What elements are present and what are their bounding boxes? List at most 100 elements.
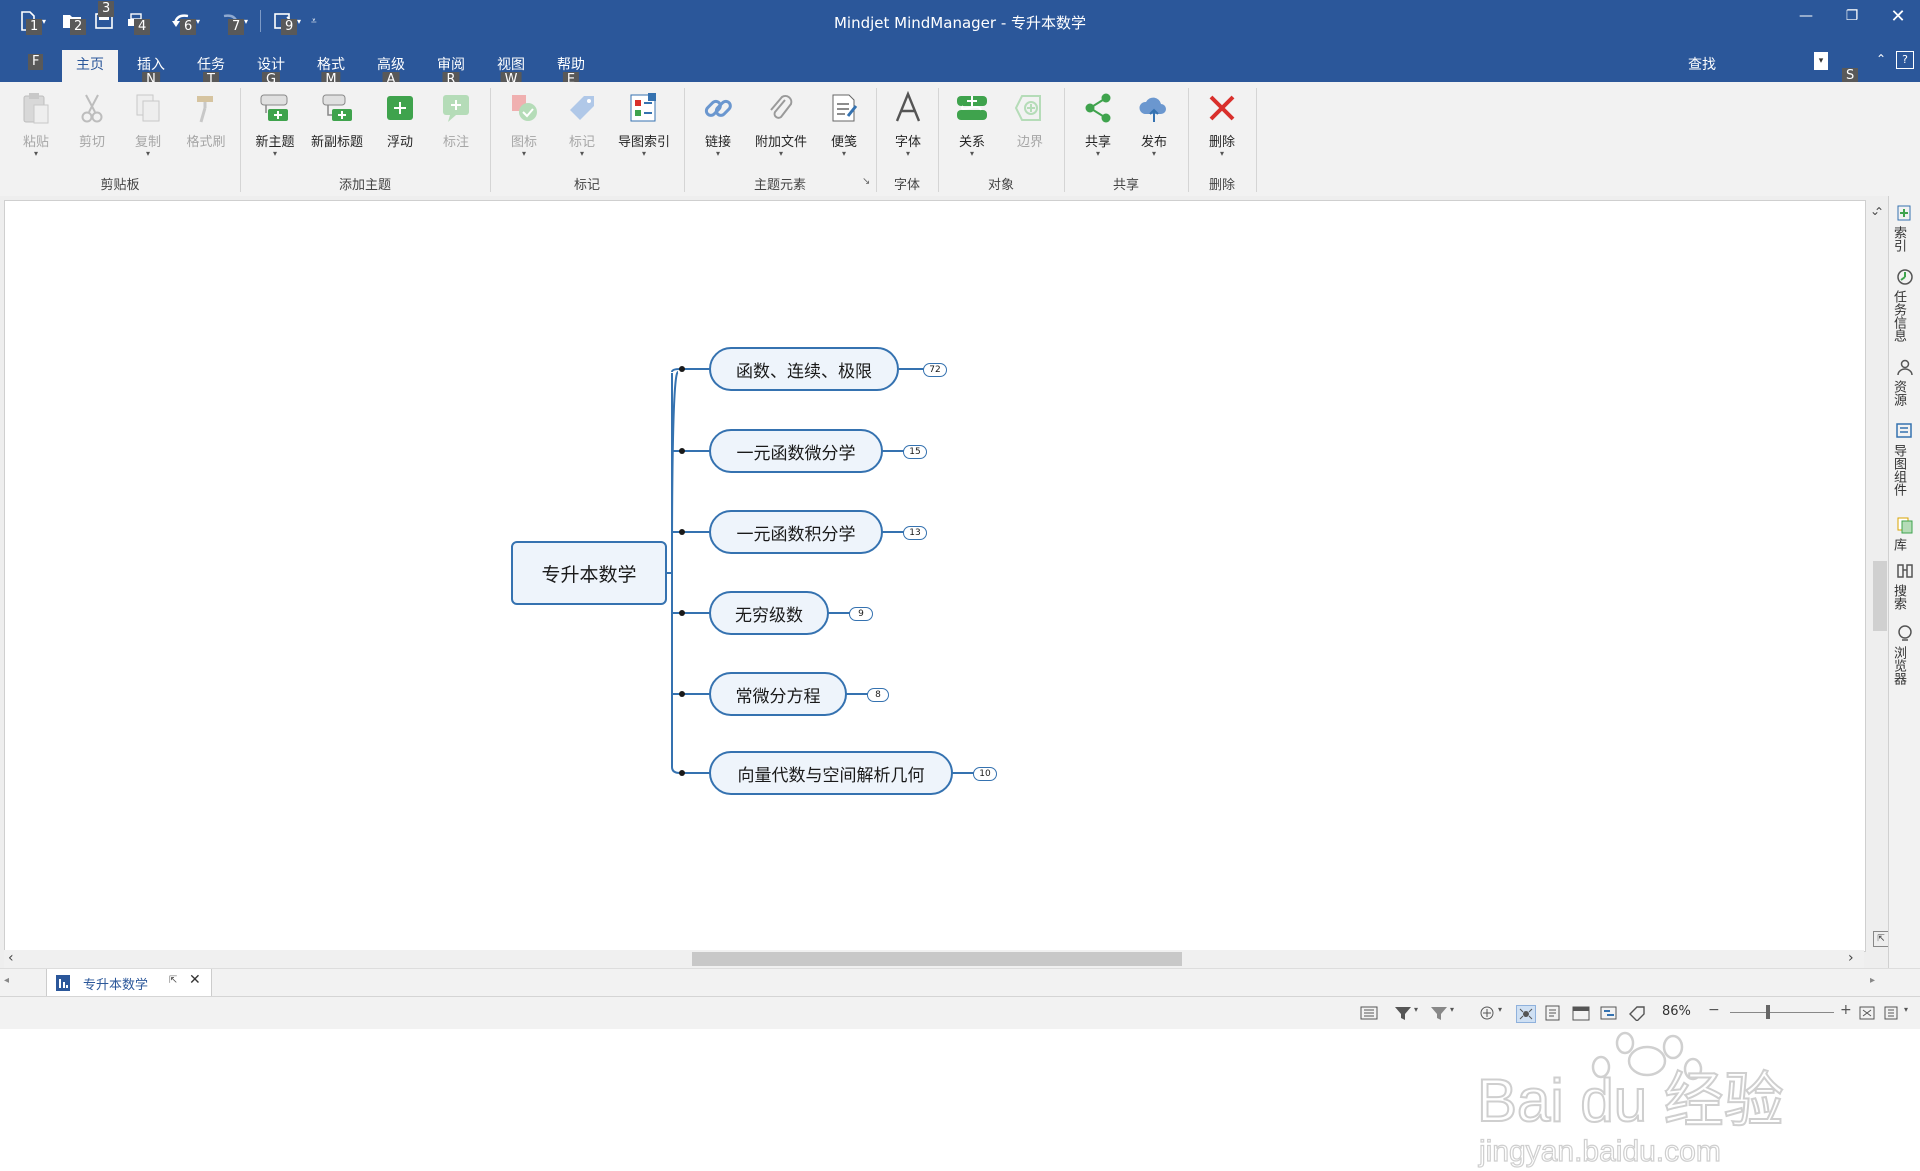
boundary-button[interactable]: 边界 (1006, 88, 1054, 150)
relationship-button[interactable]: 关系 ▾ (948, 88, 996, 158)
find-dropdown[interactable]: ▾ (1814, 52, 1828, 70)
dropdown-arrow-icon[interactable]: ▾ (42, 16, 47, 26)
new-button[interactable]: 1 (14, 7, 43, 35)
zoom-in-icon[interactable]: + (1840, 1002, 1852, 1018)
tag-marker-button[interactable]: 标记 ▾ (558, 88, 606, 158)
open-button[interactable]: 2 (58, 7, 87, 35)
filter-icon[interactable] (1394, 1005, 1412, 1021)
horizontal-scroll-thumb[interactable] (692, 952, 1182, 966)
format-painter-button[interactable]: 格式刷 (178, 88, 234, 150)
notes-button[interactable]: 便笺 ▾ (820, 88, 868, 158)
topic-count-badge[interactable]: 10 (973, 767, 997, 781)
customize-qat-icon[interactable]: ⩡ (311, 15, 317, 27)
dialog-launcher-icon[interactable]: ↘ (862, 176, 871, 187)
side-tab-library[interactable]: 库 (1891, 516, 1919, 551)
share-button[interactable]: 共享 ▾ (1074, 88, 1122, 158)
scroll-left-icon[interactable]: ‹ (8, 950, 14, 966)
floating-topic-button[interactable]: 浮动 (376, 88, 424, 150)
cut-button[interactable]: 剪切 (68, 88, 116, 150)
link-button[interactable]: 链接 ▾ (694, 88, 742, 158)
horizontal-scrollbar[interactable]: ‹ › (4, 950, 1864, 968)
linear-view-icon[interactable] (1544, 1005, 1562, 1021)
map-view-icon[interactable] (1516, 1005, 1536, 1023)
redo-button[interactable]: 7 (216, 7, 245, 35)
tab-help[interactable]: 帮助 E (557, 54, 585, 88)
main-topic[interactable]: 一元函数微分学 (709, 429, 883, 473)
chevron-down-icon[interactable]: ▾ (1498, 1005, 1503, 1014)
tab-scroll-right-icon[interactable]: ▸ (1870, 975, 1876, 986)
tab-view[interactable]: 视图 W (497, 54, 525, 88)
side-tab-task-info[interactable]: 任务信息 (1891, 268, 1919, 342)
topic-count-badge[interactable]: 9 (849, 607, 873, 621)
outline-view-icon[interactable] (1360, 1005, 1378, 1021)
restore-button[interactable]: ❐ (1830, 0, 1874, 32)
delete-button[interactable]: 删除 ▾ (1198, 88, 1246, 158)
document-tab[interactable]: 专升本数学 ⇱ ✕ (46, 969, 212, 997)
close-tab-icon[interactable]: ✕ (189, 972, 201, 988)
chevron-down-icon[interactable]: ▾ (1904, 1005, 1909, 1014)
tab-design[interactable]: 设计 G (257, 54, 285, 88)
collapse-ribbon-button[interactable]: ⌃ (1876, 52, 1886, 66)
export-button[interactable]: 9 (269, 7, 298, 35)
zoom-out-icon[interactable]: − (1708, 1002, 1720, 1018)
dropdown-arrow-icon[interactable]: ▾ (196, 16, 201, 26)
help-button[interactable]: ? (1896, 51, 1914, 69)
side-tab-index[interactable]: 索引 (1891, 204, 1919, 252)
tab-format[interactable]: 格式 M (317, 54, 345, 88)
minimize-button[interactable]: — (1784, 0, 1828, 32)
main-topic[interactable]: 常微分方程 (709, 672, 847, 716)
scroll-up-icon[interactable]: ⌃ (1874, 205, 1885, 219)
save-button[interactable]: 3 (90, 1, 118, 35)
fit-map-icon[interactable] (1858, 1005, 1876, 1021)
scroll-right-icon[interactable]: › (1848, 950, 1854, 966)
gantt-view-icon[interactable] (1600, 1005, 1618, 1021)
zoom-slider-thumb[interactable] (1766, 1005, 1770, 1019)
chevron-down-icon[interactable]: ▾ (1414, 1005, 1419, 1014)
overview-icon[interactable]: ⇱ (1873, 931, 1889, 947)
tag-view-icon[interactable] (1628, 1005, 1646, 1021)
central-topic[interactable]: 专升本数学 (511, 541, 667, 605)
tab-scroll-left-icon[interactable]: ◂ (4, 975, 10, 986)
side-tab-browser[interactable]: 浏览器 (1891, 624, 1919, 685)
publish-button[interactable]: 发布 ▾ (1130, 88, 1178, 158)
main-topic[interactable]: 无穷级数 (709, 591, 829, 635)
icon-marker-button[interactable]: 图标 ▾ (500, 88, 548, 158)
dropdown-arrow-icon[interactable]: ▾ (244, 16, 249, 26)
main-topic[interactable]: 一元函数积分学 (709, 510, 883, 554)
map-canvas[interactable]: 专升本数学 函数、连续、极限 72 一元函数微分学 15 一元函数积分学 13 … (4, 200, 1889, 1169)
attach-file-button[interactable]: 附加文件 ▾ (750, 88, 812, 158)
expand-collapse-icon[interactable] (1478, 1005, 1496, 1021)
find-options[interactable]: S (1834, 50, 1874, 84)
dropdown-arrow-icon[interactable]: ▾ (297, 16, 302, 26)
callout-button[interactable]: 标注 (432, 88, 480, 150)
map-index-button[interactable]: 导图索引 ▾ (614, 88, 674, 158)
tab-task[interactable]: 任务 T (197, 54, 225, 88)
side-tab-search[interactable]: 搜索 (1891, 562, 1919, 610)
new-topic-button[interactable]: 新主题 ▾ (248, 88, 302, 158)
main-topic[interactable]: 向量代数与空间解析几何 (709, 751, 953, 795)
topic-count-badge[interactable]: 8 (867, 688, 889, 702)
print-button[interactable]: 4 (122, 7, 151, 35)
tab-file[interactable]: 文件 F (16, 54, 44, 74)
side-tab-map-parts[interactable]: 导图组件 (1891, 422, 1919, 496)
topic-count-badge[interactable]: 13 (903, 526, 927, 540)
filter-advanced-icon[interactable] (1430, 1005, 1448, 1021)
copy-button[interactable]: 复制 ▾ (124, 88, 172, 158)
tab-insert[interactable]: 插入 N (137, 54, 165, 88)
topic-count-badge[interactable]: 15 (903, 445, 927, 459)
vertical-scroll-thumb[interactable] (1873, 561, 1887, 631)
font-button[interactable]: 字体 ▾ (884, 88, 932, 158)
close-window-button[interactable]: ✕ (1876, 0, 1920, 32)
chevron-down-icon[interactable]: ▾ (1450, 1005, 1455, 1014)
zoom-slider[interactable] (1730, 1012, 1834, 1013)
undo-button[interactable]: 6 (168, 7, 197, 35)
tab-review[interactable]: 审阅 R (437, 54, 465, 88)
new-subtopic-button[interactable]: 新副标题 (306, 88, 368, 150)
tab-home[interactable]: 主页 H (62, 50, 118, 98)
main-topic[interactable]: 函数、连续、极限 (709, 347, 899, 391)
paste-button[interactable]: 粘贴 ▾ (12, 88, 60, 158)
tab-advanced[interactable]: 高级 A (377, 54, 405, 88)
calendar-view-icon[interactable] (1572, 1005, 1590, 1021)
topic-count-badge[interactable]: 72 (923, 363, 947, 377)
float-tab-icon[interactable]: ⇱ (169, 975, 178, 986)
